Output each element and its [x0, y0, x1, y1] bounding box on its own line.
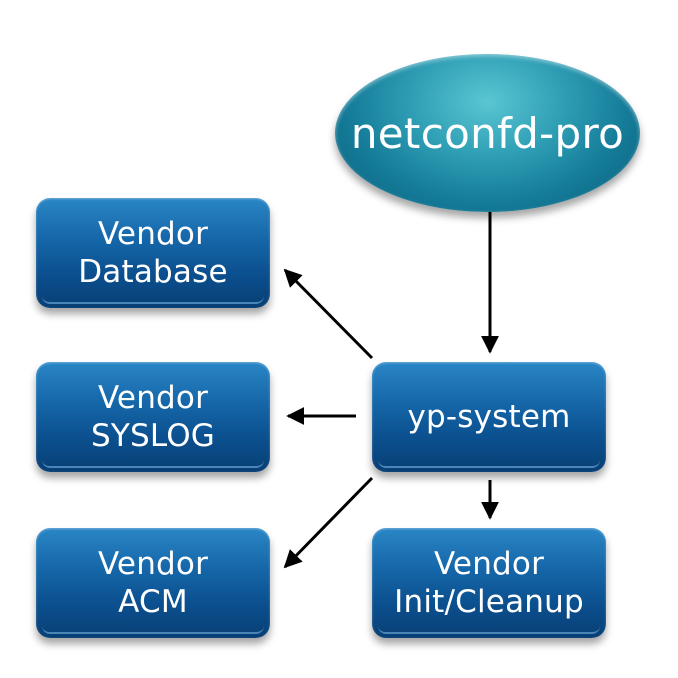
vendor-syslog-node: Vendor SYSLOG [36, 362, 270, 472]
vendor-syslog-line1: Vendor [97, 380, 209, 416]
yp-system-label: yp-system [407, 399, 571, 435]
yp-system-node: yp-system [372, 362, 606, 472]
vendor-init-cleanup-node: Vendor Init/Cleanup [372, 528, 606, 638]
vendor-database-line2: Database [78, 254, 228, 290]
netconfd-pro-label: netconfd-pro [350, 108, 625, 158]
vendor-init-line2: Init/Cleanup [394, 584, 584, 620]
arrow-ypsystem-to-database [283, 268, 374, 360]
vendor-init-line1: Vendor [433, 546, 545, 582]
vendor-database-line1: Vendor [97, 216, 209, 252]
vendor-acm-node: Vendor ACM [36, 528, 270, 638]
vendor-acm-line1: Vendor [97, 546, 209, 582]
vendor-syslog-line2: SYSLOG [90, 418, 216, 454]
netconfd-pro-node: netconfd-pro [335, 54, 640, 212]
arrow-ypsystem-to-acm [283, 476, 374, 569]
vendor-database-node: Vendor Database [36, 198, 270, 308]
vendor-acm-line2: ACM [118, 584, 188, 620]
